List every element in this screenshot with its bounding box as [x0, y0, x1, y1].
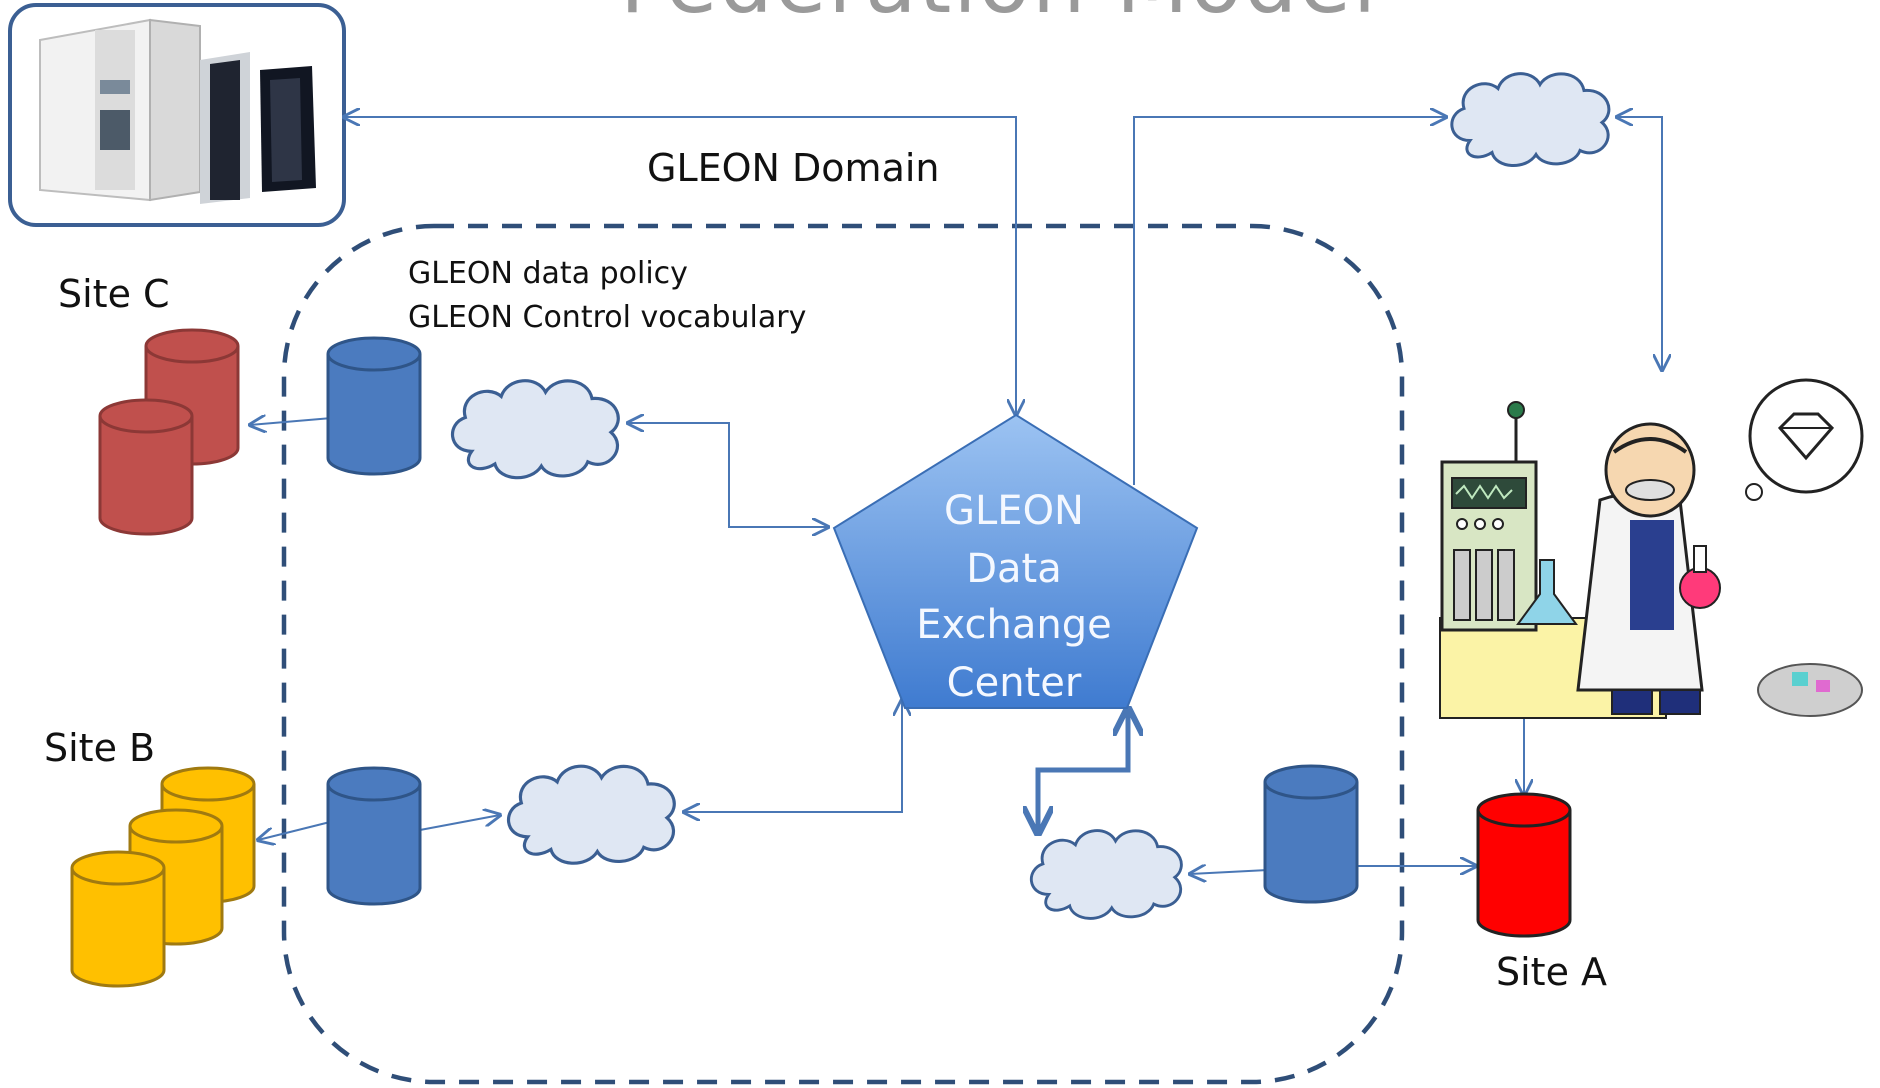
connectors — [250, 117, 1662, 874]
gleon-domain-label: GLEON Domain — [647, 146, 940, 190]
db-blue-a — [1263, 764, 1359, 904]
cloud-top-right — [1450, 71, 1611, 168]
db-site-a — [1476, 792, 1572, 938]
data-exchange-center-pentagon — [832, 413, 1199, 709]
center-line-1: GLEON — [944, 488, 1084, 534]
cloud-site-b — [506, 764, 677, 866]
cloud-site-a — [1029, 828, 1184, 921]
db-site-c — [98, 328, 240, 536]
server-image — [8, 3, 346, 227]
gleon-domain-boundary — [281, 223, 1405, 1085]
slide-title-partial: Federation Model — [620, 0, 1378, 32]
scientist-illustration — [1439, 378, 1864, 719]
site-b-label: Site B — [44, 726, 156, 770]
db-blue-b — [326, 766, 422, 906]
policy-line-2: GLEON Control vocabulary — [408, 300, 807, 335]
center-line-4: Center — [946, 660, 1082, 706]
db-blue-c — [326, 336, 422, 476]
policy-line-1: GLEON data policy — [408, 256, 688, 291]
db-site-b — [70, 766, 256, 988]
center-line-3: Exchange — [916, 602, 1112, 648]
site-c-label: Site C — [58, 272, 170, 316]
site-a-label: Site A — [1496, 950, 1608, 994]
center-line-2: Data — [966, 546, 1062, 592]
cloud-site-c — [450, 378, 621, 480]
center-cloud3-connector — [1038, 712, 1128, 830]
